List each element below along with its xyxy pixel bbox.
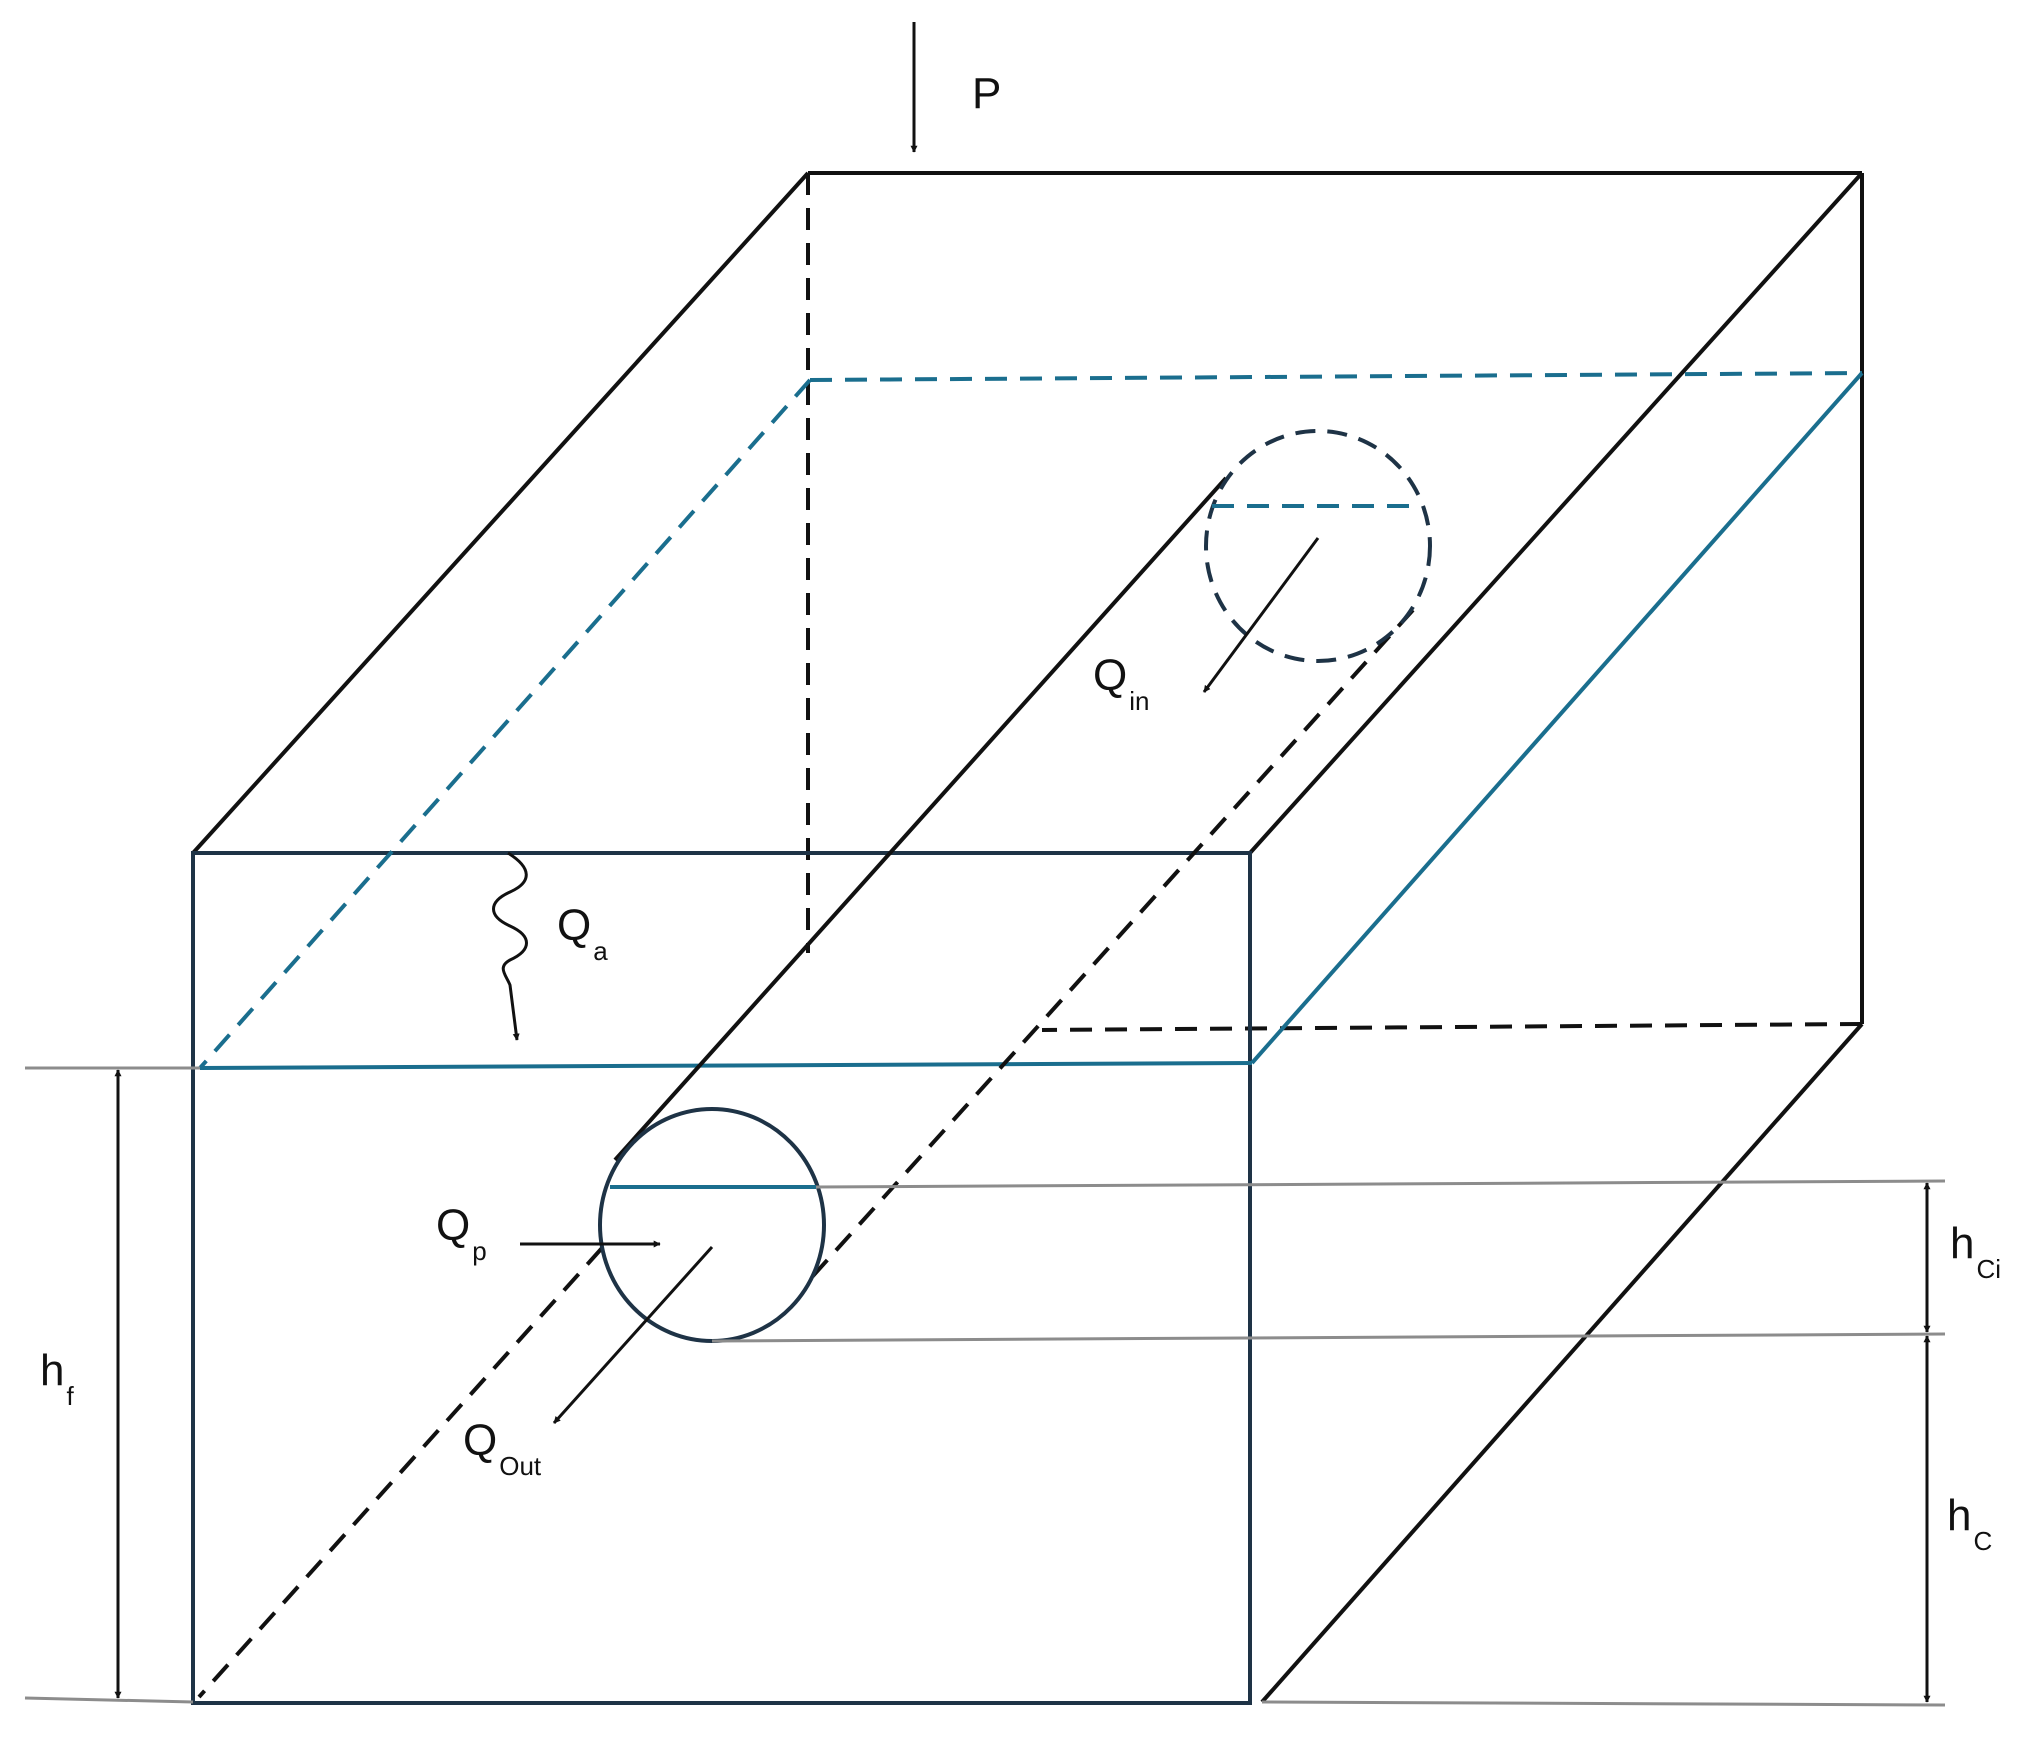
pipe (197, 429, 1432, 1699)
outflow-arrow (552, 1245, 714, 1425)
pipe-invert-hidden-line (197, 1246, 604, 1699)
bottom-right-edge (1260, 1022, 1864, 1704)
box-edges (191, 171, 1864, 1704)
flow-arrows (492, 22, 1320, 1425)
flow-depth-symbol: h (40, 1346, 64, 1395)
pipe-depth-subscript: C (1973, 1526, 1992, 1556)
water-level-plane (198, 371, 1864, 1070)
pipe-inner-depth-symbol: h (1950, 1219, 1974, 1268)
dimension-lines (24, 1066, 1946, 1707)
aeration-flow-label: Qa (557, 901, 608, 966)
flow-depth-subscript: f (66, 1381, 74, 1411)
floor-extension-line (1261, 1700, 1946, 1707)
pipe-top-line (613, 476, 1228, 1162)
outflow-label: QOut (463, 1416, 542, 1481)
pipe-depth-symbol: h (1947, 1491, 1971, 1540)
inflow-arrow (1202, 537, 1320, 693)
pipe-inner-depth-label: hCi (1950, 1219, 2001, 1284)
pipe-outlet-circle (598, 1107, 826, 1343)
aeration-squiggle-arrow (492, 851, 528, 1041)
flow-depth-bottom-extension (24, 1696, 194, 1704)
pipe-depth-label: hC (1947, 1491, 1992, 1556)
flow-depth-label: hf (40, 1346, 74, 1411)
aeration-flow-subscript: a (593, 936, 608, 966)
front-face (191, 851, 1252, 1705)
pipe-bottom-hidden-line (810, 608, 1415, 1279)
pump-flow-subscript: p (472, 1236, 486, 1266)
outflow-symbol: Q (463, 1416, 497, 1465)
water-level-front-edge (199, 1061, 1253, 1070)
top-left-edge (191, 171, 810, 855)
water-level-back-edge (809, 371, 1863, 382)
water-level-right-edge (1250, 371, 1864, 1065)
outflow-subscript: Out (499, 1451, 542, 1481)
pipe-invert-extension-line (711, 1332, 1946, 1343)
load-label: P (972, 69, 1001, 118)
water-level-left-edge (198, 378, 812, 1070)
inflow-subscript: in (1129, 686, 1149, 716)
back-bottom-hidden-edge (1041, 1022, 1863, 1032)
aeration-flow-symbol: Q (557, 901, 591, 950)
labels: P Qa Qin Qp QOut hf hCi hC (40, 69, 2001, 1556)
pipe-inlet-circle (1204, 429, 1432, 663)
pipe-inner-depth-subscript: Ci (1976, 1254, 2001, 1284)
pump-flow-label: Qp (436, 1201, 487, 1266)
top-right-edge (1248, 171, 1864, 855)
pipe-water-extension-line (815, 1179, 1946, 1189)
inflow-symbol: Q (1093, 651, 1127, 700)
inflow-label: Qin (1093, 651, 1149, 716)
box-hidden-edges (806, 173, 1863, 1032)
pump-flow-symbol: Q (436, 1201, 470, 1250)
